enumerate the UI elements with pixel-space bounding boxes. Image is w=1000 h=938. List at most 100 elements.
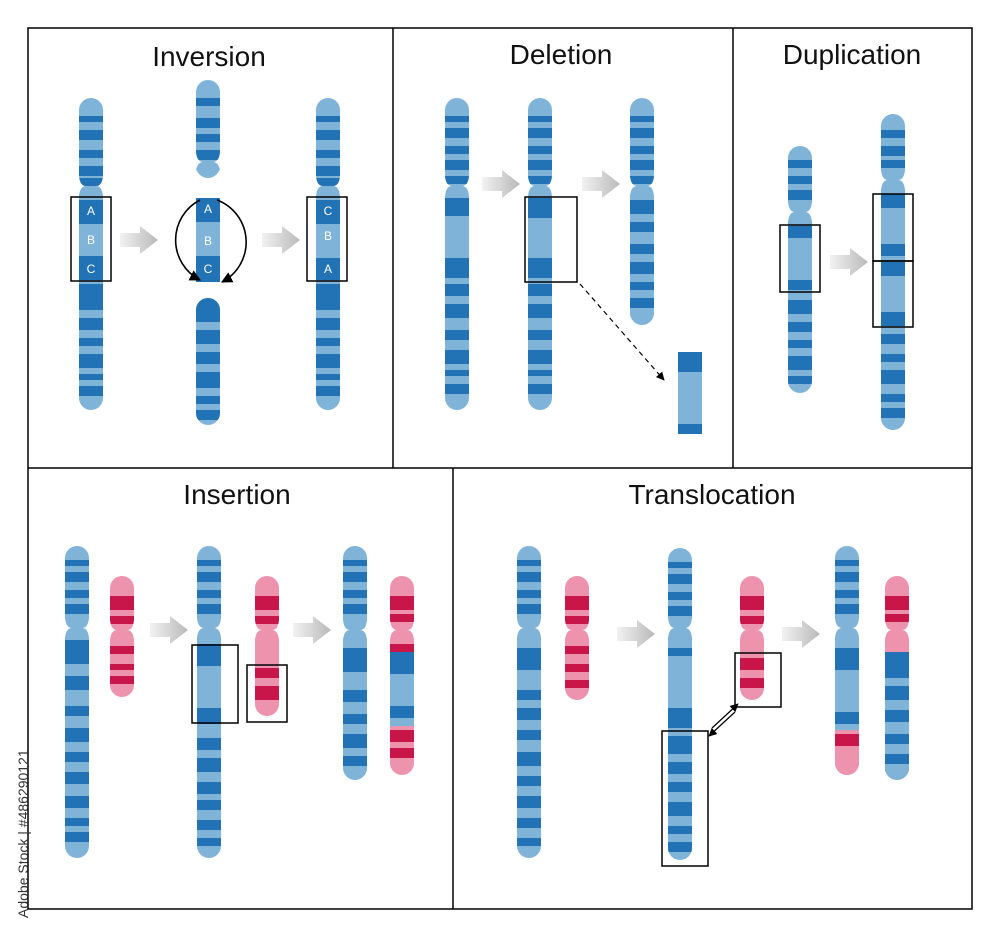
chromosome-band xyxy=(316,178,340,186)
segment-band xyxy=(678,352,702,372)
duplication-box-before xyxy=(779,224,821,293)
chromosome-band xyxy=(196,410,220,420)
chromosome-band xyxy=(788,160,812,168)
chromosome-band xyxy=(668,842,692,852)
chromosome-band xyxy=(255,616,279,624)
chromosome-band xyxy=(528,258,552,278)
chromosome-band xyxy=(445,146,469,154)
chromosome-band xyxy=(668,708,692,728)
chromosome-band xyxy=(788,340,812,348)
translocation-title: Translocation xyxy=(628,479,795,510)
gene-label: A xyxy=(87,204,95,218)
chromosome-band xyxy=(79,318,103,330)
chromosome-band xyxy=(79,150,103,158)
chromosome-band xyxy=(835,648,859,670)
chromosome-band xyxy=(196,118,220,128)
chromosome-band xyxy=(255,668,279,678)
chromosome-band xyxy=(788,300,812,314)
deletion-chromosome-broken xyxy=(528,98,552,410)
panel-frames xyxy=(27,27,973,910)
chromosome-band xyxy=(445,284,469,296)
translocation-blue-chromosome-result xyxy=(835,546,859,775)
chromosome-band xyxy=(668,562,692,568)
insertion-blue-chromosome-result xyxy=(343,546,367,780)
chromosome-band xyxy=(835,604,859,614)
chromosome-band xyxy=(196,396,220,404)
chromosome-band xyxy=(197,590,221,598)
chromosome-band xyxy=(79,284,103,310)
chromosome-band xyxy=(79,386,103,396)
translocation-pink-chromosome-original xyxy=(565,576,589,700)
chromosome-band xyxy=(316,166,340,176)
chromosome-band xyxy=(197,560,221,566)
chromosome-band xyxy=(196,150,220,160)
chromosome-band xyxy=(630,146,654,154)
chromosome-band xyxy=(196,98,220,106)
chromosome-band xyxy=(316,116,340,122)
chromosome-band xyxy=(668,782,692,792)
chromosome-band xyxy=(390,730,414,742)
gene-label: C xyxy=(87,262,96,276)
chromosome-band xyxy=(316,318,340,330)
chromosome-band xyxy=(881,334,905,344)
chromosome-band xyxy=(316,130,340,140)
chromosome-band xyxy=(881,262,905,276)
deletion-chromosome-original xyxy=(445,98,469,410)
segment-band xyxy=(885,652,909,678)
chromosome-band xyxy=(835,712,859,724)
chromosome-band xyxy=(197,644,221,666)
chromosome-band xyxy=(343,604,367,614)
chromosome-band xyxy=(528,146,552,154)
insertion-blue-chromosome-original xyxy=(65,546,89,858)
chromosome-band xyxy=(343,590,367,598)
chromosome-band xyxy=(528,128,552,138)
chromosome-band xyxy=(668,736,692,754)
chromosome-band xyxy=(565,616,589,624)
chromosome-band xyxy=(445,304,469,318)
chromosome-band xyxy=(565,664,589,672)
chromosome-band xyxy=(65,676,89,690)
chromosome-band xyxy=(65,796,89,808)
gene-label: A xyxy=(204,202,212,216)
chromosome-band xyxy=(65,818,89,826)
inversion-chromosome-bottom-fragment xyxy=(196,298,220,425)
chromosome-band xyxy=(110,646,134,654)
chromosome-band xyxy=(630,128,654,138)
chromosome-band xyxy=(445,384,469,394)
chromosome-band xyxy=(196,372,220,388)
chromosome-band xyxy=(630,200,654,214)
chromosome-band xyxy=(445,128,469,138)
chromosome-band xyxy=(835,572,859,582)
chromosome-band xyxy=(343,648,367,672)
inversion-gene-labels: A B C A B C C B A xyxy=(87,202,333,276)
inversion-title: Inversion xyxy=(152,41,266,72)
deletion-title: Deletion xyxy=(510,39,613,70)
chromosome-band xyxy=(79,166,103,176)
chromosome-band xyxy=(528,330,552,340)
chromosome-band xyxy=(517,708,541,720)
chromosome-band xyxy=(517,730,541,740)
chromosome-band xyxy=(881,354,905,362)
chromosome-layer xyxy=(65,80,909,860)
chromosome-band xyxy=(668,762,692,774)
chromosome-band xyxy=(65,572,89,582)
chromosome-band xyxy=(517,560,541,566)
chromosome-band xyxy=(390,596,414,610)
chromosome-band xyxy=(197,782,221,794)
chromosome-band xyxy=(79,338,103,346)
chromosome-band xyxy=(740,658,764,670)
chromosome-band xyxy=(517,796,541,808)
chromosome-band xyxy=(79,116,103,122)
chromosome-band xyxy=(445,258,469,278)
chromosome-band xyxy=(528,284,552,296)
translocation-arrow-1 xyxy=(617,620,655,648)
chromosome-band xyxy=(197,738,221,750)
chromosome-band xyxy=(881,408,905,418)
duplication-chromosome-original xyxy=(788,146,812,393)
chromosome-band xyxy=(79,130,103,140)
chromosome-band xyxy=(445,116,469,122)
segment-band xyxy=(885,686,909,700)
chromosome-band xyxy=(881,312,905,326)
inserted-blue-section xyxy=(390,652,414,726)
chromosome-band xyxy=(630,262,654,274)
